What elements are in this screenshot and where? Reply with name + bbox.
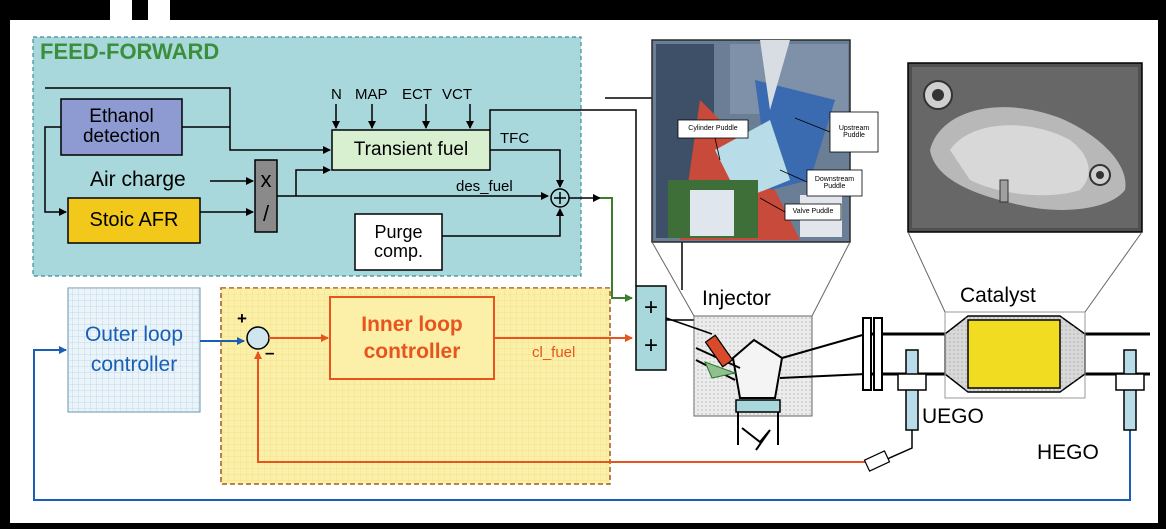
- stoic-afr-block: Stoic AFR: [89, 209, 179, 231]
- valve-puddle-callout: Valve Puddle: [792, 208, 834, 216]
- purge-comp-block: Purge comp.: [373, 222, 424, 261]
- upstream-puddle-callout: Upstream Puddle: [838, 124, 870, 139]
- uego-label: UEGO: [922, 405, 984, 428]
- catalyst-core: [967, 319, 1061, 389]
- multiplier-x: x: [260, 167, 272, 193]
- cylinder-puddle-callout: Cylinder Puddle: [688, 125, 738, 133]
- adder-plus-bottom: +: [643, 332, 658, 360]
- air-charge-label: Air charge: [90, 168, 186, 191]
- downstream-puddle-callout: Downstream Puddle: [814, 175, 855, 190]
- input-n-label: N: [331, 86, 342, 103]
- des-fuel-label: des_fuel: [456, 178, 513, 195]
- feedforward-title: FEED-FORWARD: [40, 39, 220, 64]
- ethanol-detection-block: Ethanol detection: [82, 106, 161, 147]
- input-ect-label: ECT: [402, 86, 432, 103]
- transient-fuel-block: Transient fuel: [353, 139, 469, 161]
- hego-label: HEGO: [1037, 441, 1099, 464]
- cl-fuel-label: cl_fuel: [532, 344, 576, 361]
- outer-loop-controller-block: Outer loop controller: [84, 322, 184, 376]
- inner-sum-plus: +: [237, 309, 247, 328]
- input-map-label: MAP: [355, 86, 388, 103]
- injector-label: Injector: [702, 287, 771, 310]
- adder-plus-top: +: [643, 294, 658, 322]
- tfc-label: TFC: [500, 130, 530, 147]
- input-vct-label: VCT: [442, 86, 472, 103]
- multiplier-divide: /: [262, 201, 270, 227]
- inner-sum-minus: –: [265, 343, 275, 362]
- catalyst-label: Catalyst: [960, 284, 1036, 307]
- inner-loop-controller-block: Inner loop controller: [361, 312, 463, 363]
